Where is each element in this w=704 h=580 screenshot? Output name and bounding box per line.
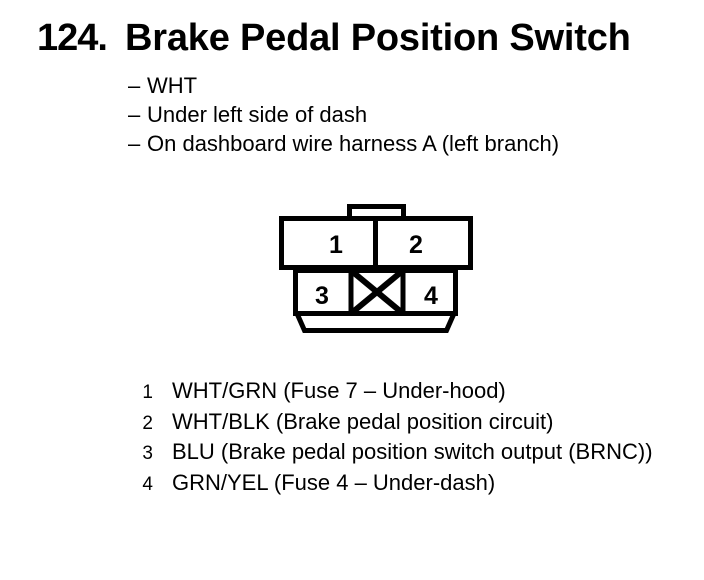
dash-bullet: – — [128, 73, 141, 98]
legend-pin-description: BLU (Brake pedal position switch output … — [172, 439, 653, 464]
dash-bullet: – — [128, 102, 141, 127]
legend-row-pin-1: 1 WHT/GRN (Fuse 7 – Under-hood) — [131, 377, 653, 408]
connector-base-flange — [293, 311, 458, 333]
legend-row-pin-3: 3 BLU (Brake pedal position switch outpu… — [131, 438, 653, 469]
legend-pin-description: WHT/GRN (Fuse 7 – Under-hood) — [172, 378, 506, 403]
legend-pin-number: 2 — [142, 412, 153, 434]
pin-legend: 1 WHT/GRN (Fuse 7 – Under-hood) 2 WHT/BL… — [131, 377, 653, 500]
dash-bullet: – — [128, 131, 141, 156]
legend-pin-description: WHT/BLK (Brake pedal position circuit) — [172, 408, 554, 434]
pin-2-label: 2 — [409, 231, 423, 259]
figure-number: 124. — [37, 17, 108, 59]
pin-1-label: 1 — [329, 231, 343, 259]
figure-header: 124. Brake Pedal Position Switch — [0, 18, 704, 60]
legend-pin-number: 3 — [142, 443, 153, 464]
figure-title: Brake Pedal Position Switch — [125, 17, 631, 59]
location-notes: – WHT – Under left side of dash – On das… — [128, 71, 559, 158]
note-line-connector-color: – WHT — [128, 71, 559, 100]
blocked-cavity-x-icon — [349, 268, 405, 316]
note-text: Under left side of dash — [147, 102, 368, 127]
legend-row-pin-2: 2 WHT/BLK (Brake pedal position circuit) — [131, 408, 653, 439]
note-line-harness: – On dashboard wire harness A (left bran… — [128, 129, 559, 158]
connector-diagram: 1 2 3 4 — [279, 204, 473, 333]
legend-pin-number: 4 — [142, 473, 153, 495]
legend-pin-description: GRN/YEL (Fuse 4 – Under-dash) — [172, 469, 496, 495]
note-text: WHT — [147, 73, 198, 98]
legend-pin-number: 1 — [142, 382, 153, 403]
legend-row-pin-4: 4 GRN/YEL (Fuse 4 – Under-dash) — [131, 469, 653, 500]
pin-4-label: 4 — [424, 282, 438, 310]
note-text: On dashboard wire harness A (left branch… — [147, 131, 560, 156]
pin-3-label: 3 — [315, 282, 329, 310]
note-line-location: – Under left side of dash — [128, 100, 559, 129]
